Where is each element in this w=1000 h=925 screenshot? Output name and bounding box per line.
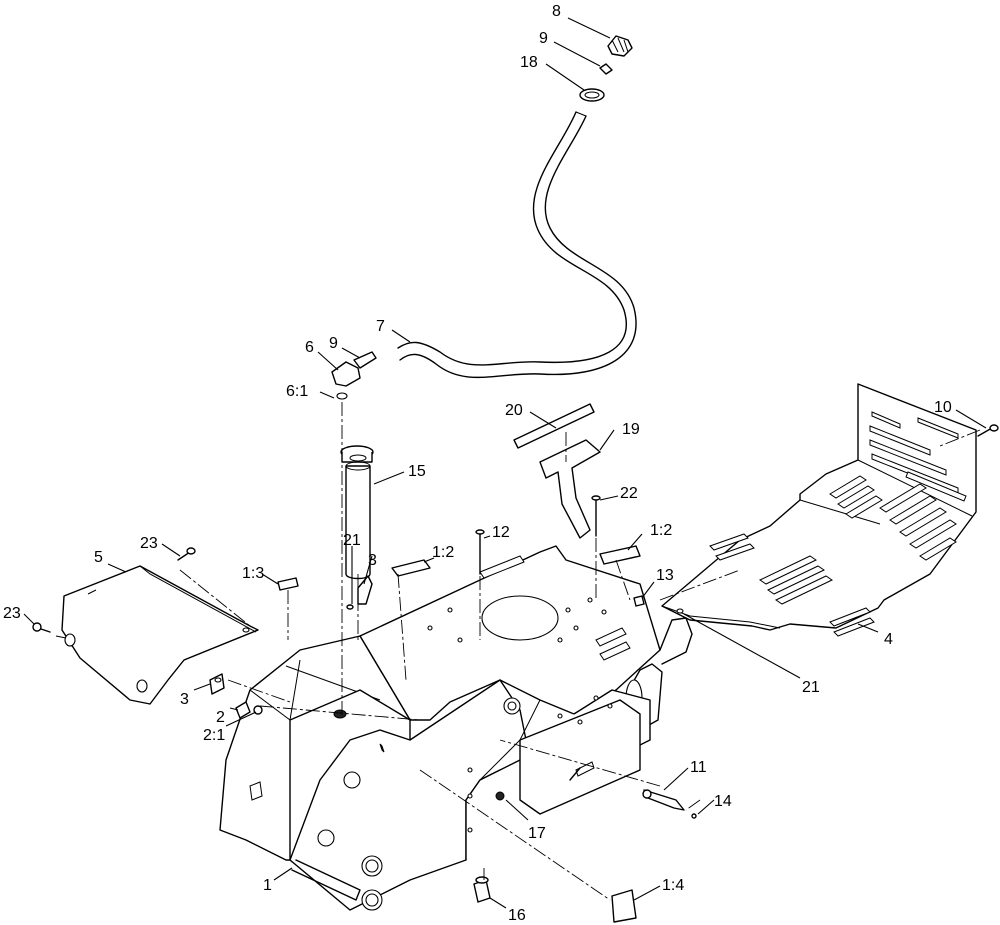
hose-fitting-part [599,63,613,75]
callout-5: 5 [94,549,103,566]
callout-1-4: 1:4 [662,877,684,894]
cotter-14-part [691,813,697,819]
callout-3-upper: 3 [368,552,377,569]
center-lines [55,402,981,901]
callout-12: 12 [492,524,510,541]
callout-22: 22 [620,485,638,502]
pin-11-part [642,789,685,811]
callout-1-2-left: 1:2 [432,544,454,561]
clip-3-lower-part [209,673,225,695]
callout-9-lower: 9 [329,335,338,352]
callout-2: 2 [216,709,225,726]
callout-1-2-right: 1:2 [650,522,672,539]
hose-clamp-part [579,88,605,102]
callout-23-top: 23 [140,535,158,552]
callout-6-1: 6:1 [286,383,308,400]
bolt-12-part [475,529,485,575]
callout-11: 11 [690,759,707,776]
hose-barb-fitting-part [331,351,377,400]
decal-1-2-left [391,559,431,577]
callout-15: 15 [408,463,426,480]
fitting-2-part [235,701,263,719]
callout-6: 6 [305,339,314,356]
callout-19: 19 [622,421,640,438]
side-cover-part [61,565,259,705]
callout-1: 1 [263,877,272,894]
callout-13: 13 [656,567,674,584]
nut-13-part [633,595,645,607]
bolt-10-part [977,424,999,437]
callout-8: 8 [552,3,561,20]
decal-1-2-right [599,545,641,565]
fuel-cap-part [607,35,633,57]
bolt-23-top-part [177,547,196,561]
foot-platform-part [661,383,977,637]
callout-1-3: 1:3 [242,565,264,582]
callout-3-lower: 3 [180,691,189,708]
callout-16: 16 [508,907,526,924]
callout-18: 18 [520,54,538,71]
leader-lines [23,17,987,909]
decal-1-4 [611,889,637,923]
pad-part [513,403,595,449]
bracket-part [539,439,601,539]
callout-labels: 8 9 18 7 6 9 6:1 20 19 10 15 22 12 1:2 1… [3,3,952,924]
callout-7: 7 [376,318,385,335]
callout-20: 20 [505,402,523,419]
fuel-tank-outlet-part [333,709,347,719]
callout-9-top: 9 [539,30,548,47]
callout-10: 10 [934,399,952,416]
callout-4: 4 [884,631,893,648]
callout-21-upper: 21 [343,532,361,549]
decal-1-3 [277,577,299,591]
bolt-23-left-part [32,622,51,633]
callout-17: 17 [528,825,546,842]
fuel-hose-part [397,111,637,379]
bolt-22-part [591,495,601,537]
callout-14: 14 [714,793,732,810]
main-frame-part [219,545,693,911]
callout-21-lower: 21 [802,679,820,696]
callout-23-left: 23 [3,605,21,622]
washer-21-upper-part [346,604,354,610]
callout-2-1: 2:1 [203,727,225,744]
bumper-16-part [473,876,491,903]
